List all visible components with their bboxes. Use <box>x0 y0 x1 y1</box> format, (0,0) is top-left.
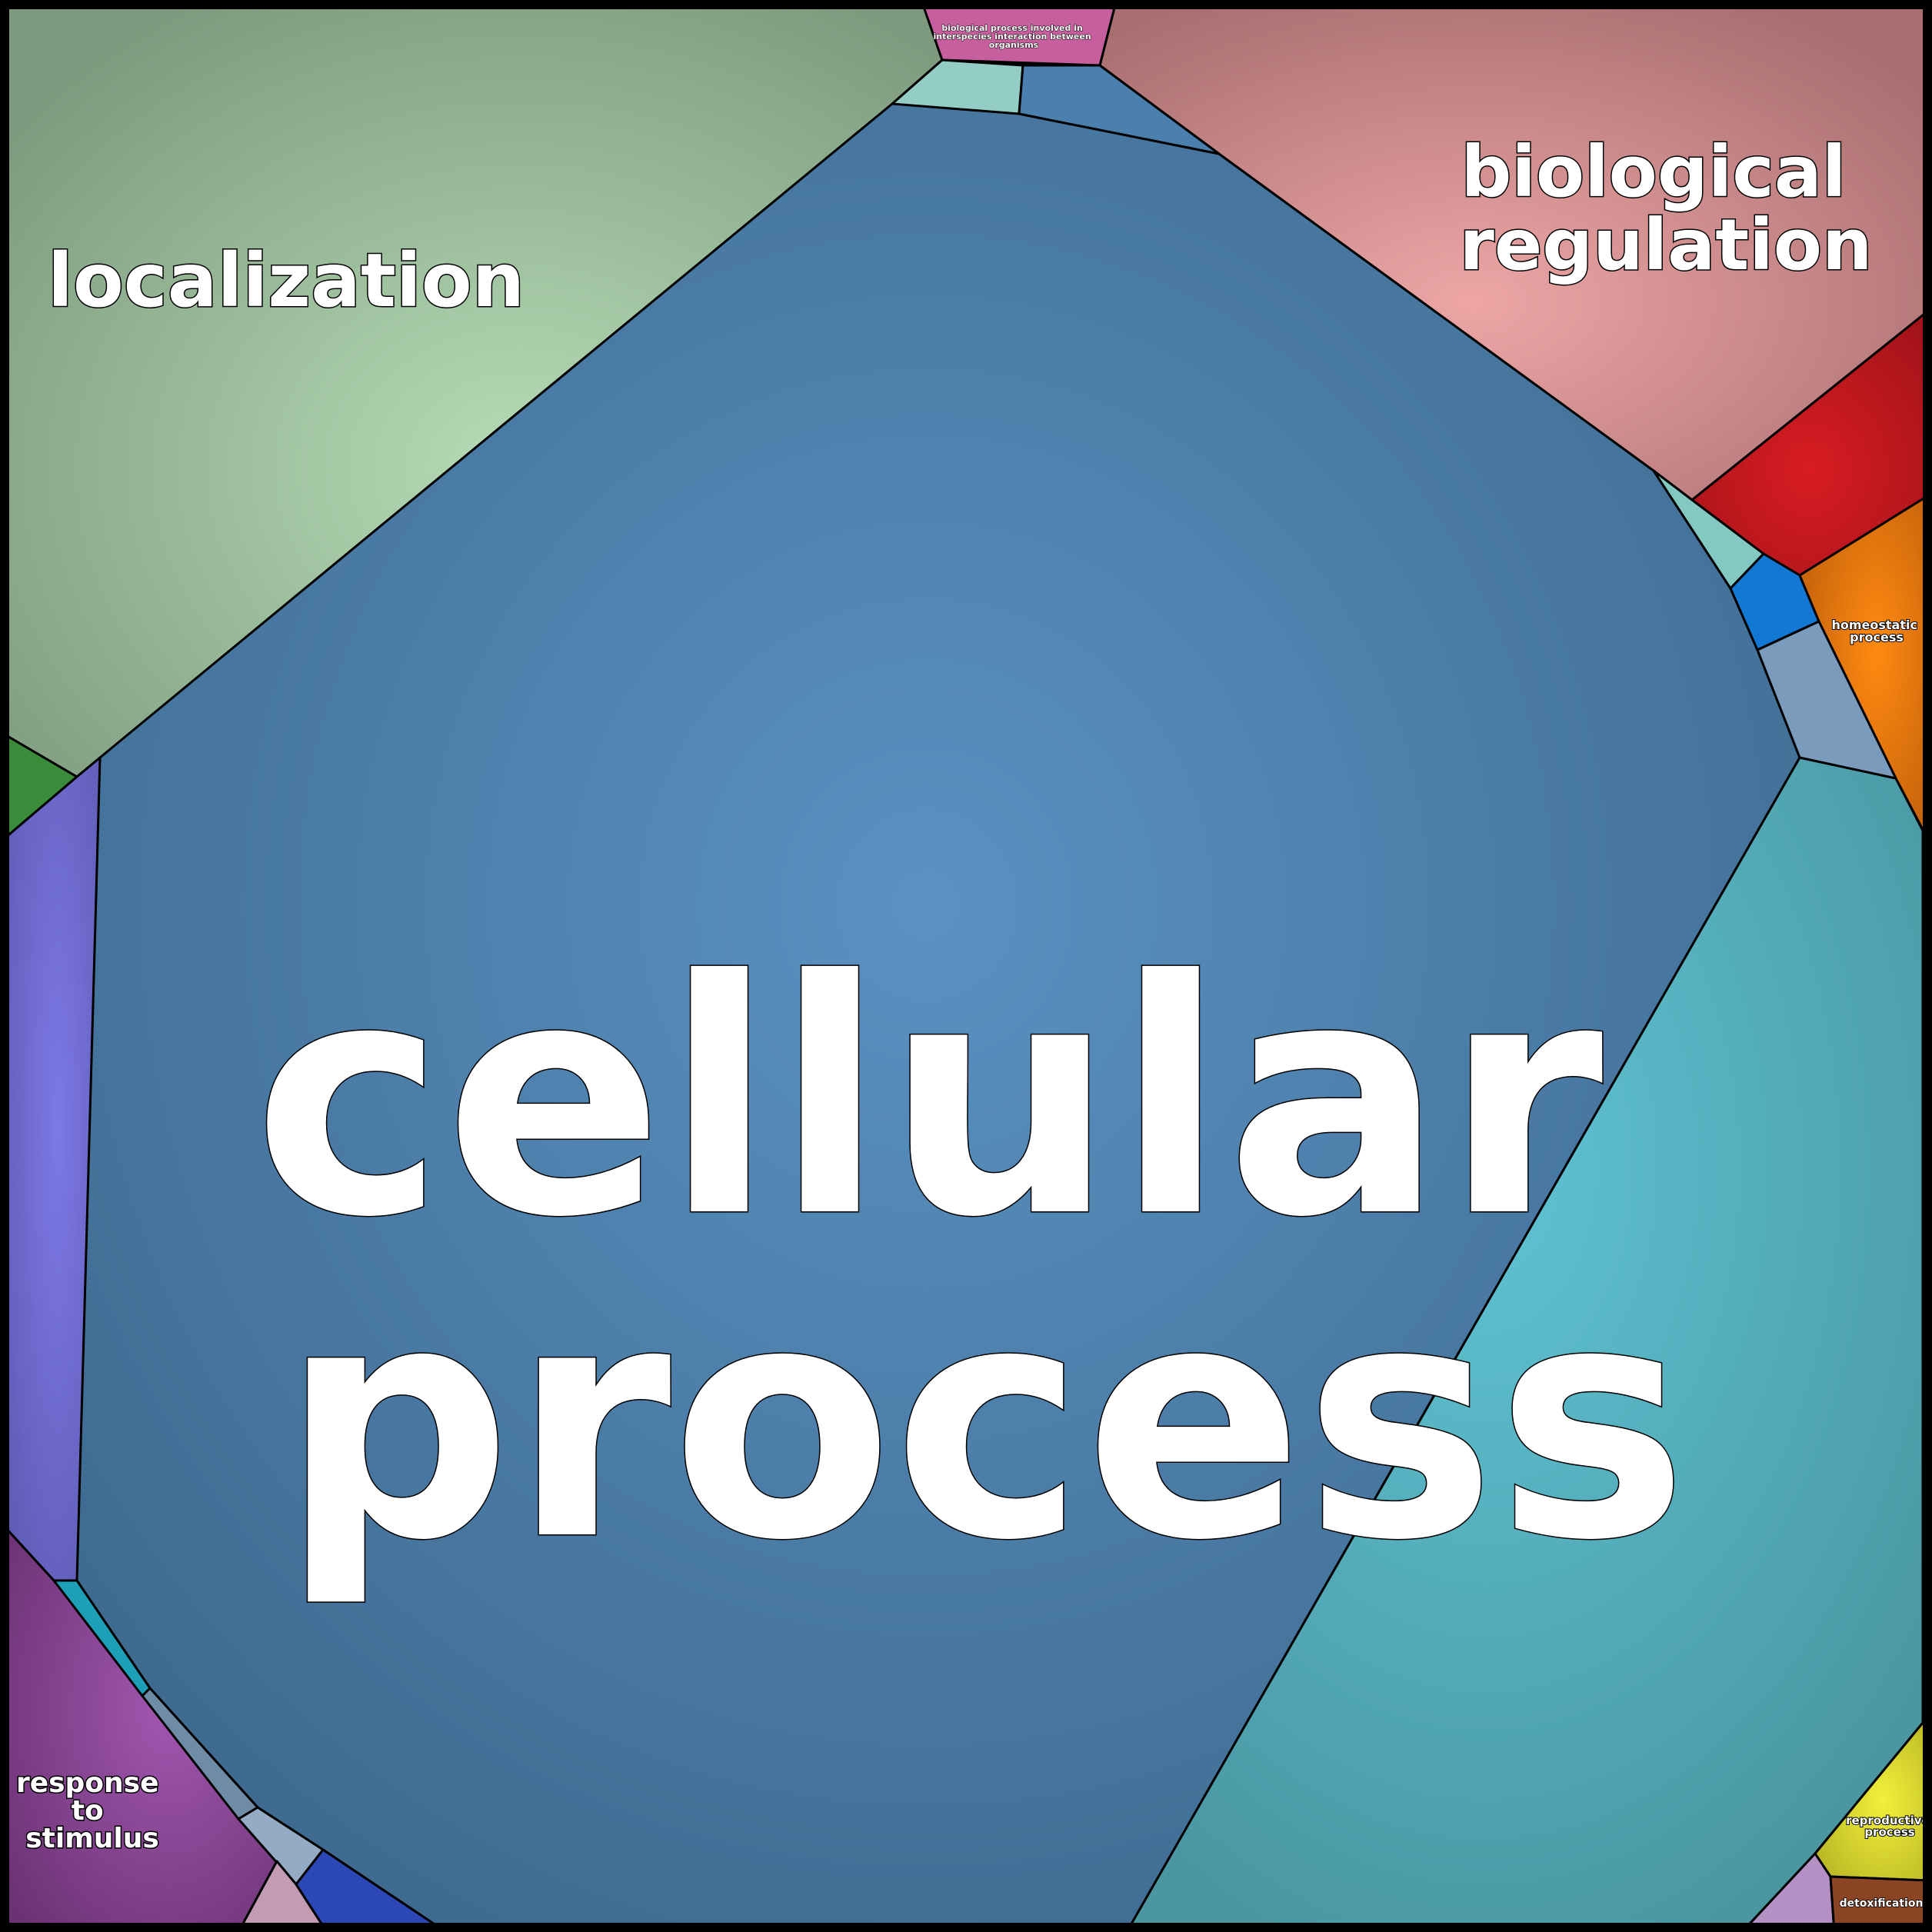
label-homeostatic-process: homeostatic process <box>1831 618 1921 645</box>
cell-detoxification <box>1829 1875 1929 1932</box>
cell-homeostatic-process <box>1798 495 1929 840</box>
cell-right-grey-small <box>1756 620 1897 780</box>
cell-bottom-blue-small <box>295 1848 448 1932</box>
label-localization: localization <box>48 238 525 324</box>
label-detoxification: detoxification <box>1840 1897 1924 1910</box>
label-interspecies: biological process involved in interspec… <box>933 23 1094 50</box>
label-cellular-process: cellular process <box>253 912 1716 1611</box>
label-reproductive-process: reproductive process <box>1846 1814 1932 1839</box>
cell-top-blue-small <box>1018 64 1221 155</box>
cell-bottom-right-lilac <box>1740 1852 1836 1932</box>
label-biological-regulation: biological regulation <box>1460 131 1873 286</box>
label-response-to-stimulus: response to stimulus <box>16 1767 168 1854</box>
cell-bottom-pink-small <box>237 1860 328 1932</box>
